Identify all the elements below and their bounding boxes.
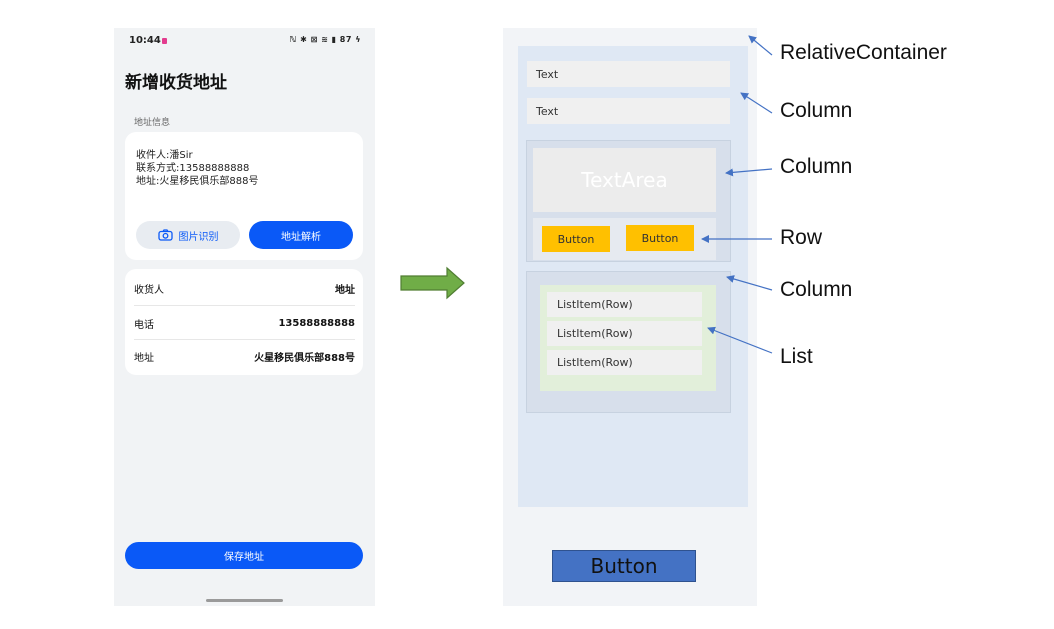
save-address-button[interactable]: 保存地址 (125, 542, 363, 569)
button-box-2: Button (626, 225, 694, 251)
row-label: 地址 (134, 352, 154, 364)
status-time: 10:44 (129, 35, 161, 46)
status-icons: ℕ ✱ ⊠ ≋ ▮ 87 ϟ (289, 35, 361, 44)
label-column-2: Column (780, 155, 853, 178)
phone-screenshot: 10:44 ℕ ✱ ⊠ ≋ ▮ 87 ϟ 新增收货地址 地址信息 收件人:潘Si… (114, 28, 375, 606)
list-item-box: ListItem(Row) (547, 292, 702, 317)
row-value: 火星移民俱乐部888号 (254, 352, 355, 364)
green-arrow-icon (400, 266, 465, 300)
list-item[interactable]: 电话 13588888888 (134, 306, 355, 340)
label-column-3: Column (780, 278, 853, 301)
text-box-1: Text (527, 61, 730, 87)
relative-container-box: Text Text TextArea Button Button ListIte… (503, 28, 757, 606)
list-item-box: ListItem(Row) (547, 350, 702, 375)
address-parse-button[interactable]: 地址解析 (249, 221, 353, 249)
textarea-box: TextArea (533, 148, 716, 212)
address-textarea[interactable]: 收件人:潘Sir 联系方式:13588888888 地址:火星移民俱乐部888号 (136, 150, 259, 187)
text-box-2: Text (527, 98, 730, 124)
row-value: 地址 (335, 284, 355, 296)
list-item-box: ListItem(Row) (547, 321, 702, 346)
divider (134, 305, 355, 306)
button-box-1: Button (542, 226, 610, 252)
image-recognition-label: 图片识别 (178, 231, 219, 243)
row-label: 收货人 (134, 284, 164, 296)
row-value: 13588888888 (278, 317, 355, 329)
connector-list (707, 326, 773, 354)
image-recognition-button[interactable]: 图片识别 (136, 221, 240, 249)
label-relative-container: RelativeContainer (780, 41, 947, 64)
divider (134, 339, 355, 340)
label-column-1: Column (780, 99, 853, 122)
connector-relativecontainer (748, 35, 773, 56)
camera-icon (157, 229, 173, 241)
page-title: 新增收货地址 (125, 73, 227, 93)
label-row: Row (780, 226, 823, 249)
big-button-box: Button (552, 550, 696, 582)
list-item[interactable]: 收货人 地址 (134, 271, 355, 305)
address-card: 收件人:潘Sir 联系方式:13588888888 地址:火星移民俱乐部888号… (125, 132, 363, 260)
notification-dot-icon (162, 38, 167, 44)
row-label: 电话 (134, 319, 154, 331)
home-indicator[interactable] (206, 599, 283, 602)
info-list-card: 收货人 地址 电话 13588888888 地址 火星移民俱乐部888号 (125, 269, 363, 375)
label-list: List (780, 345, 813, 368)
connector-column-1 (740, 92, 773, 114)
list-item[interactable]: 地址 火星移民俱乐部888号 (134, 339, 355, 373)
connector-column-3 (726, 275, 773, 291)
section-label: 地址信息 (134, 118, 171, 128)
connector-column-2 (725, 168, 773, 177)
